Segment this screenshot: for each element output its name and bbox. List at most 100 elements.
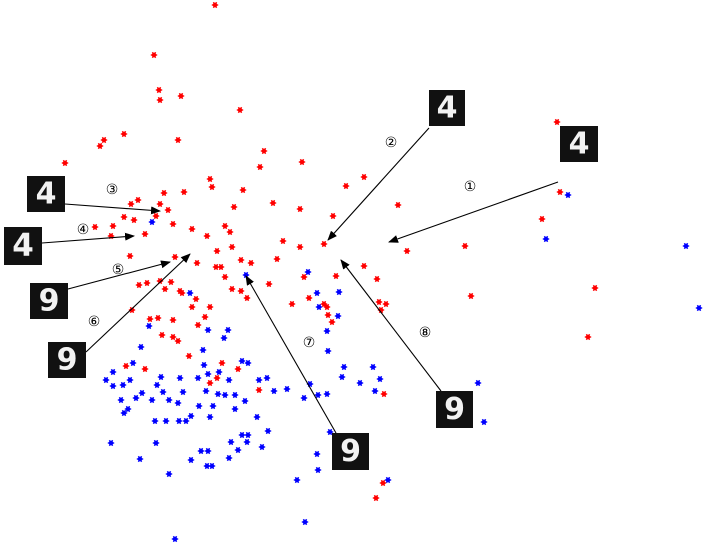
scatter-point xyxy=(221,391,229,399)
scatter-point xyxy=(335,288,343,296)
scatter-point xyxy=(243,294,251,302)
scatter-point xyxy=(169,333,177,341)
scatter-point xyxy=(186,289,194,297)
scatter-point xyxy=(228,243,236,251)
scatter-point xyxy=(323,303,331,311)
scatter-point xyxy=(283,385,291,393)
annotation-label: ⑦ xyxy=(303,335,316,351)
digit-thumbnail-glyph: 9 xyxy=(57,343,78,378)
scatter-point xyxy=(148,396,156,404)
scatter-point xyxy=(120,409,128,417)
scatter-point xyxy=(148,218,156,226)
scatter-point xyxy=(264,427,272,435)
scatter-point xyxy=(293,476,301,484)
scatter-point xyxy=(270,387,278,395)
scatter-point xyxy=(204,370,212,378)
scatter-point xyxy=(143,279,151,287)
scatter-point xyxy=(199,346,207,354)
scatter-point xyxy=(107,439,115,447)
scatter-point xyxy=(159,388,167,396)
scatter-point xyxy=(138,389,146,397)
scatter-point xyxy=(314,466,322,474)
scatter-point xyxy=(164,206,172,214)
scatter-point xyxy=(320,240,328,248)
scatter-point xyxy=(150,51,158,59)
scatter-point xyxy=(167,278,175,286)
scatter-point xyxy=(155,86,163,94)
scatter-point xyxy=(247,259,255,267)
scatter-point xyxy=(165,396,173,404)
scatter-point xyxy=(120,213,128,221)
scatter-point xyxy=(117,396,125,404)
scatter-point xyxy=(175,417,183,425)
scatter-point xyxy=(237,256,245,264)
scatter-point xyxy=(171,253,179,261)
scatter-point xyxy=(300,273,308,281)
scatter-point xyxy=(279,237,287,245)
annotation-arrow xyxy=(388,181,559,243)
scatter-point xyxy=(208,462,216,470)
scatter-point xyxy=(255,386,263,394)
scatter-point xyxy=(356,379,364,387)
scatter-point xyxy=(197,447,205,455)
scatter-point xyxy=(122,362,130,370)
scatter-point xyxy=(238,431,246,439)
scatter-point xyxy=(269,199,277,207)
scatter-point xyxy=(474,379,482,387)
scatter-point xyxy=(137,343,145,351)
scatter-point xyxy=(208,183,216,191)
scatter-point xyxy=(323,390,331,398)
digit-thumbnail-glyph: 4 xyxy=(437,91,458,126)
scatter-point xyxy=(102,376,110,384)
scatter-point xyxy=(375,298,383,306)
scatter-point xyxy=(169,220,177,228)
scatter-point xyxy=(141,230,149,238)
scatter-point xyxy=(194,374,202,382)
scatter-point xyxy=(156,96,164,104)
annotation-label: ② xyxy=(385,135,398,151)
scatter-point xyxy=(230,203,238,211)
scatter-point xyxy=(206,379,214,387)
scatter-point xyxy=(109,382,117,390)
digit-thumbnail: 9 xyxy=(332,433,369,470)
scatter-point xyxy=(313,450,321,458)
scatter-point xyxy=(204,447,212,455)
scatter-point xyxy=(188,225,196,233)
scatter-point xyxy=(236,106,244,114)
scatter-point xyxy=(682,242,690,250)
scatter-point xyxy=(134,196,142,204)
scatter-point xyxy=(305,294,313,302)
scatter-point xyxy=(174,399,182,407)
scatter-point xyxy=(201,313,209,321)
scatter-point xyxy=(171,535,179,543)
annotation-arrow xyxy=(245,275,337,434)
scatter-point xyxy=(187,412,195,420)
digit-thumbnail: 9 xyxy=(436,391,473,428)
scatter-point xyxy=(304,268,312,276)
scatter-point xyxy=(129,359,137,367)
annotation-arrow xyxy=(41,232,135,244)
scatter-point xyxy=(258,443,266,451)
scatter-point xyxy=(100,136,108,144)
scatter-point xyxy=(403,247,411,255)
scatter-point xyxy=(178,289,186,297)
scatter-point xyxy=(169,316,177,324)
scatter-point xyxy=(165,470,173,478)
scatter-point xyxy=(221,222,229,230)
scatter-point xyxy=(158,331,166,339)
scatter-point xyxy=(202,387,210,395)
scatter-point xyxy=(157,373,165,381)
scatter-point xyxy=(211,1,219,9)
scatter-point xyxy=(228,285,236,293)
scatter-point xyxy=(380,390,388,398)
scatter-point xyxy=(340,363,348,371)
scatter-point xyxy=(162,417,170,425)
digit-thumbnail: 4 xyxy=(560,126,598,162)
scatter-point xyxy=(120,130,128,138)
scatter-point xyxy=(288,300,296,308)
scatter-point xyxy=(226,228,234,236)
digit-thumbnail-glyph: 9 xyxy=(39,284,60,319)
digit-thumbnail: 9 xyxy=(48,342,86,378)
scatter-point xyxy=(192,295,200,303)
